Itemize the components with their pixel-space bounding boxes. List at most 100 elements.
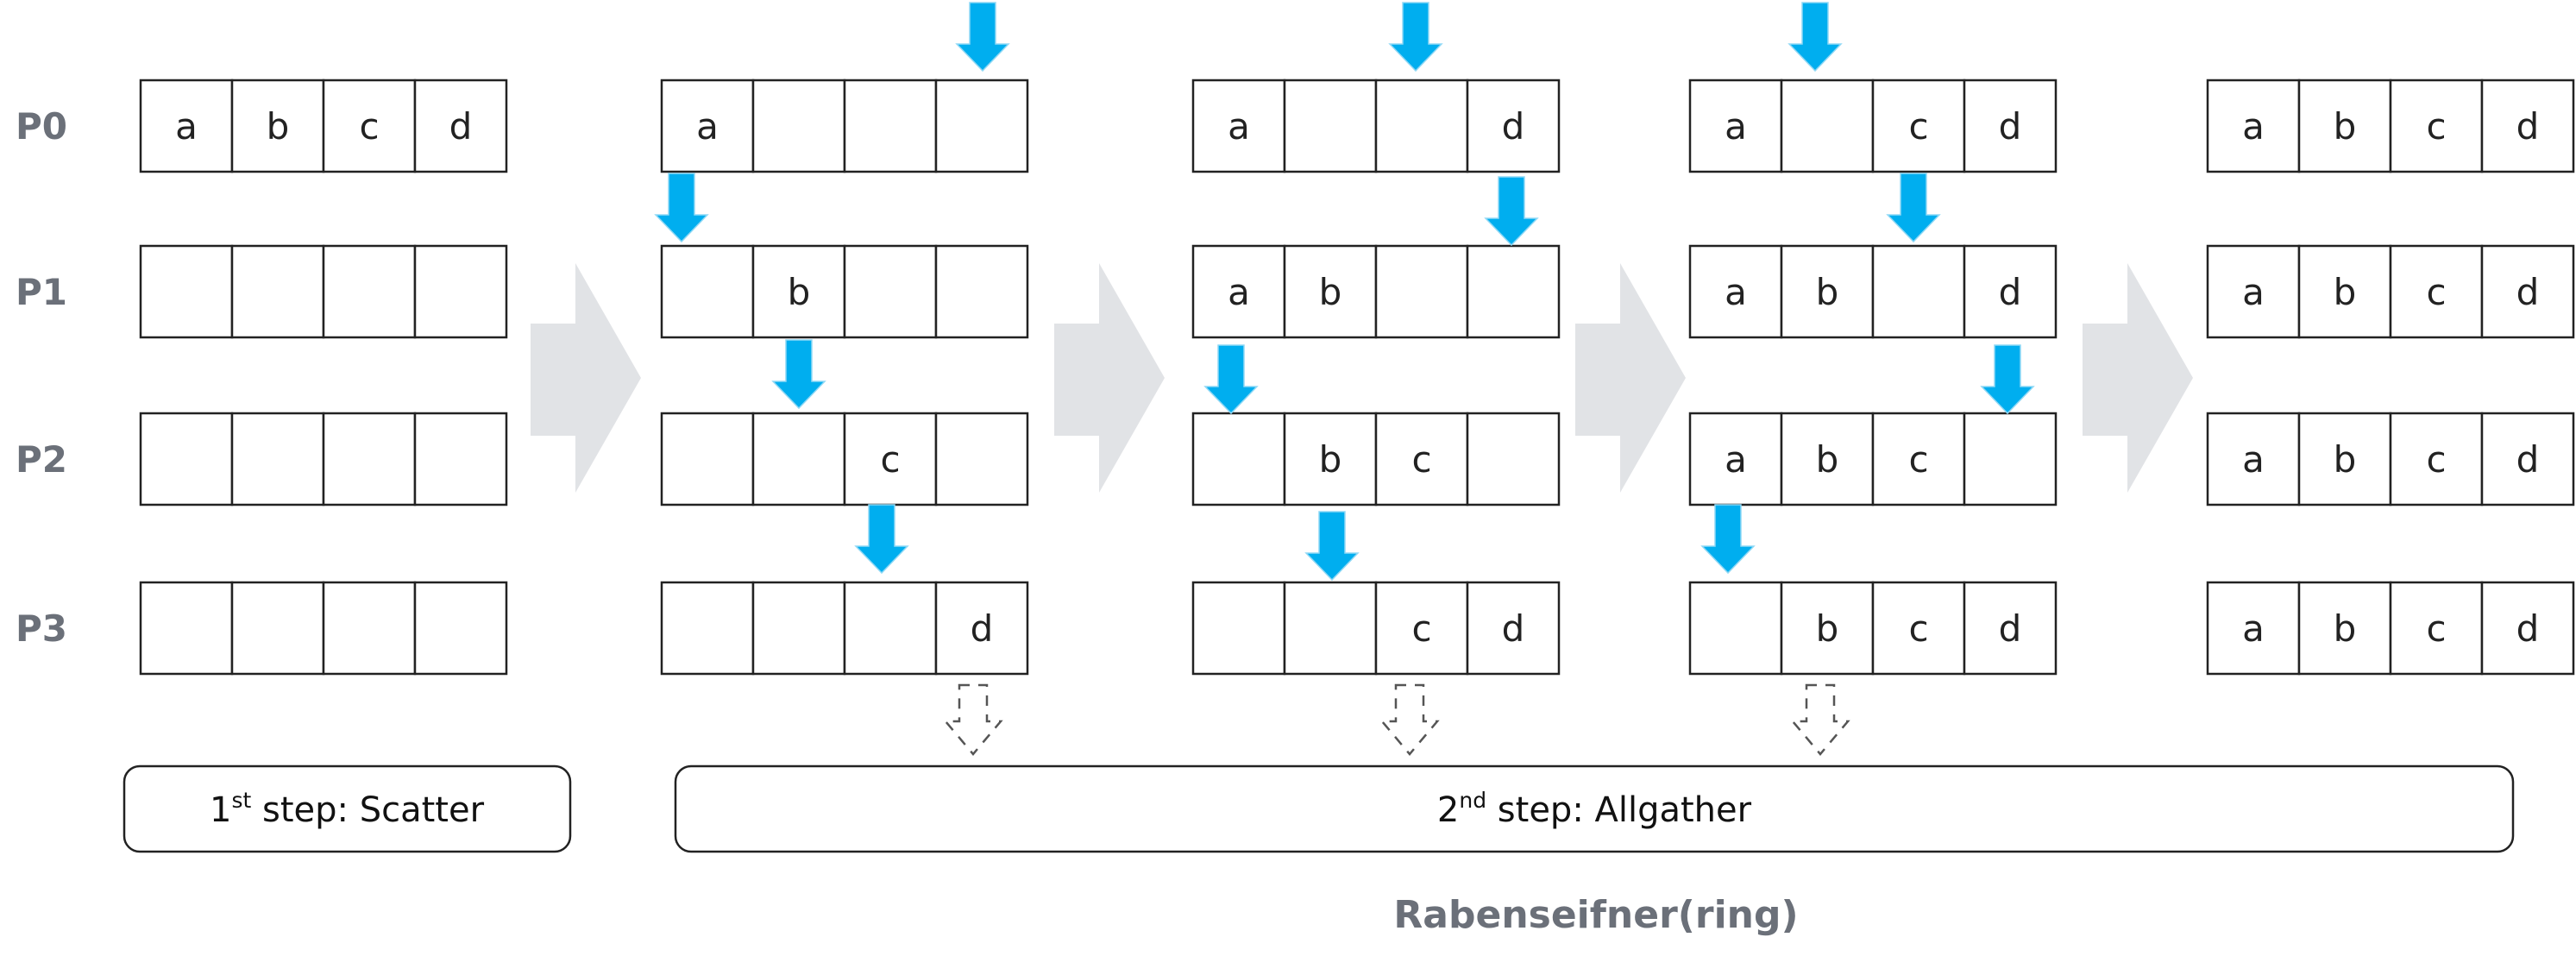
cell-value: c: [1908, 607, 1928, 650]
allgather-step-box: 2nd step: Allgather: [674, 764, 2515, 853]
buffer-cell: [751, 79, 846, 173]
process-label-p2: P2: [16, 438, 67, 481]
buffer-row: b: [660, 244, 1029, 339]
cell-value: c: [359, 105, 379, 148]
buffer-cell: [934, 244, 1029, 339]
buffer-cell: [1283, 244, 1378, 339]
buffer-cell: [2480, 79, 2575, 173]
cell-value: a: [2242, 271, 2265, 313]
iteration-arrows: [943, 683, 1850, 756]
cell-value: a: [1725, 271, 1747, 313]
buffer-cell: [1871, 581, 1966, 676]
buffer-cell: [1688, 79, 1783, 173]
buffer-row: c: [660, 412, 1029, 506]
cell-value: a: [175, 105, 198, 148]
process-label-p3: P3: [16, 607, 67, 650]
cell-value: d: [1502, 607, 1525, 650]
buffer-cell: [2480, 244, 2575, 339]
buffer-cell: [1374, 79, 1469, 173]
buffer-cell: [139, 244, 234, 339]
buffer-cell: [2206, 581, 2301, 676]
buffer-cell: [1374, 412, 1469, 506]
cell-value: b: [1319, 438, 1342, 481]
cell-value: b: [788, 271, 811, 313]
down-arrow-icon: [1304, 511, 1360, 582]
cell-value: c: [1908, 105, 1928, 148]
down-arrow-icon: [1388, 2, 1443, 72]
buffer-cell: [843, 581, 938, 676]
buffer-cell: [2389, 412, 2484, 506]
buffer-cell: [1374, 581, 1469, 676]
buffer-cell: [1283, 79, 1378, 173]
allgather-step-label: 2nd step: Allgather: [1437, 788, 1752, 830]
scatter-step-label: 1st step: Scatter: [210, 788, 485, 830]
buffer-cell: [1780, 79, 1875, 173]
buffer-row: [139, 412, 508, 506]
cell-value: d: [1999, 105, 2022, 148]
cell-value: c: [880, 438, 900, 481]
buffer-cell: [660, 581, 755, 676]
cell-value: a: [2242, 438, 2265, 481]
buffer-cell: [1963, 581, 2058, 676]
buffer-cell: [1871, 244, 1966, 339]
buffer-cell: [413, 581, 508, 676]
buffer-cell: [139, 581, 234, 676]
cell-value: c: [1908, 438, 1928, 481]
buffer-cell: [934, 581, 1029, 676]
cell-value: b: [2334, 105, 2357, 148]
buffer-cell: [660, 244, 755, 339]
buffer-cell: [230, 79, 325, 173]
down-arrow-icon: [1787, 2, 1843, 72]
buffer-cell: [2389, 581, 2484, 676]
stage-arrow-icon: [2083, 263, 2193, 493]
process-label-p1: P1: [16, 271, 67, 313]
buffer-cell: [934, 412, 1029, 506]
cell-value: a: [1725, 105, 1747, 148]
cell-value: c: [2426, 271, 2446, 313]
buffer-cell: [751, 581, 846, 676]
buffer-cell: [1283, 581, 1378, 676]
stage-arrow-icon: [531, 263, 641, 493]
process-label-p0: P0: [16, 105, 67, 148]
cell-value: d: [2516, 271, 2540, 313]
cell-value: c: [2426, 438, 2446, 481]
cell-value: d: [1999, 271, 2022, 313]
down-arrow-icon: [654, 173, 709, 243]
buffer-cell: [1466, 412, 1561, 506]
buffer-cell: [139, 412, 234, 506]
cell-value: d: [971, 607, 994, 650]
buffer-cell: [230, 244, 325, 339]
cell-value: b: [1319, 271, 1342, 313]
cell-value: b: [2334, 271, 2357, 313]
buffer-cell: [1963, 79, 2058, 173]
buffer-row: d: [660, 581, 1029, 676]
buffer-row: [139, 244, 508, 339]
buffer-cell: [1191, 412, 1286, 506]
dashed-down-arrow-icon: [943, 683, 1003, 756]
buffer-cell: [1191, 581, 1286, 676]
buffer-cell: [1466, 581, 1561, 676]
buffer-cell: [2206, 244, 2301, 339]
stage-arrow-icon: [1054, 263, 1165, 493]
cell-value: c: [1411, 438, 1431, 481]
buffer-cell: [2206, 79, 2301, 173]
buffer-cell: [1871, 412, 1966, 506]
dashed-down-arrow-icon: [1790, 683, 1850, 756]
buffer-cell: [2297, 412, 2392, 506]
buffer-cell: [1780, 244, 1875, 339]
buffer-cell: [2297, 581, 2392, 676]
buffer-cell: [1963, 244, 2058, 339]
cell-value: a: [2242, 105, 2265, 148]
down-arrow-icon: [1700, 504, 1756, 575]
